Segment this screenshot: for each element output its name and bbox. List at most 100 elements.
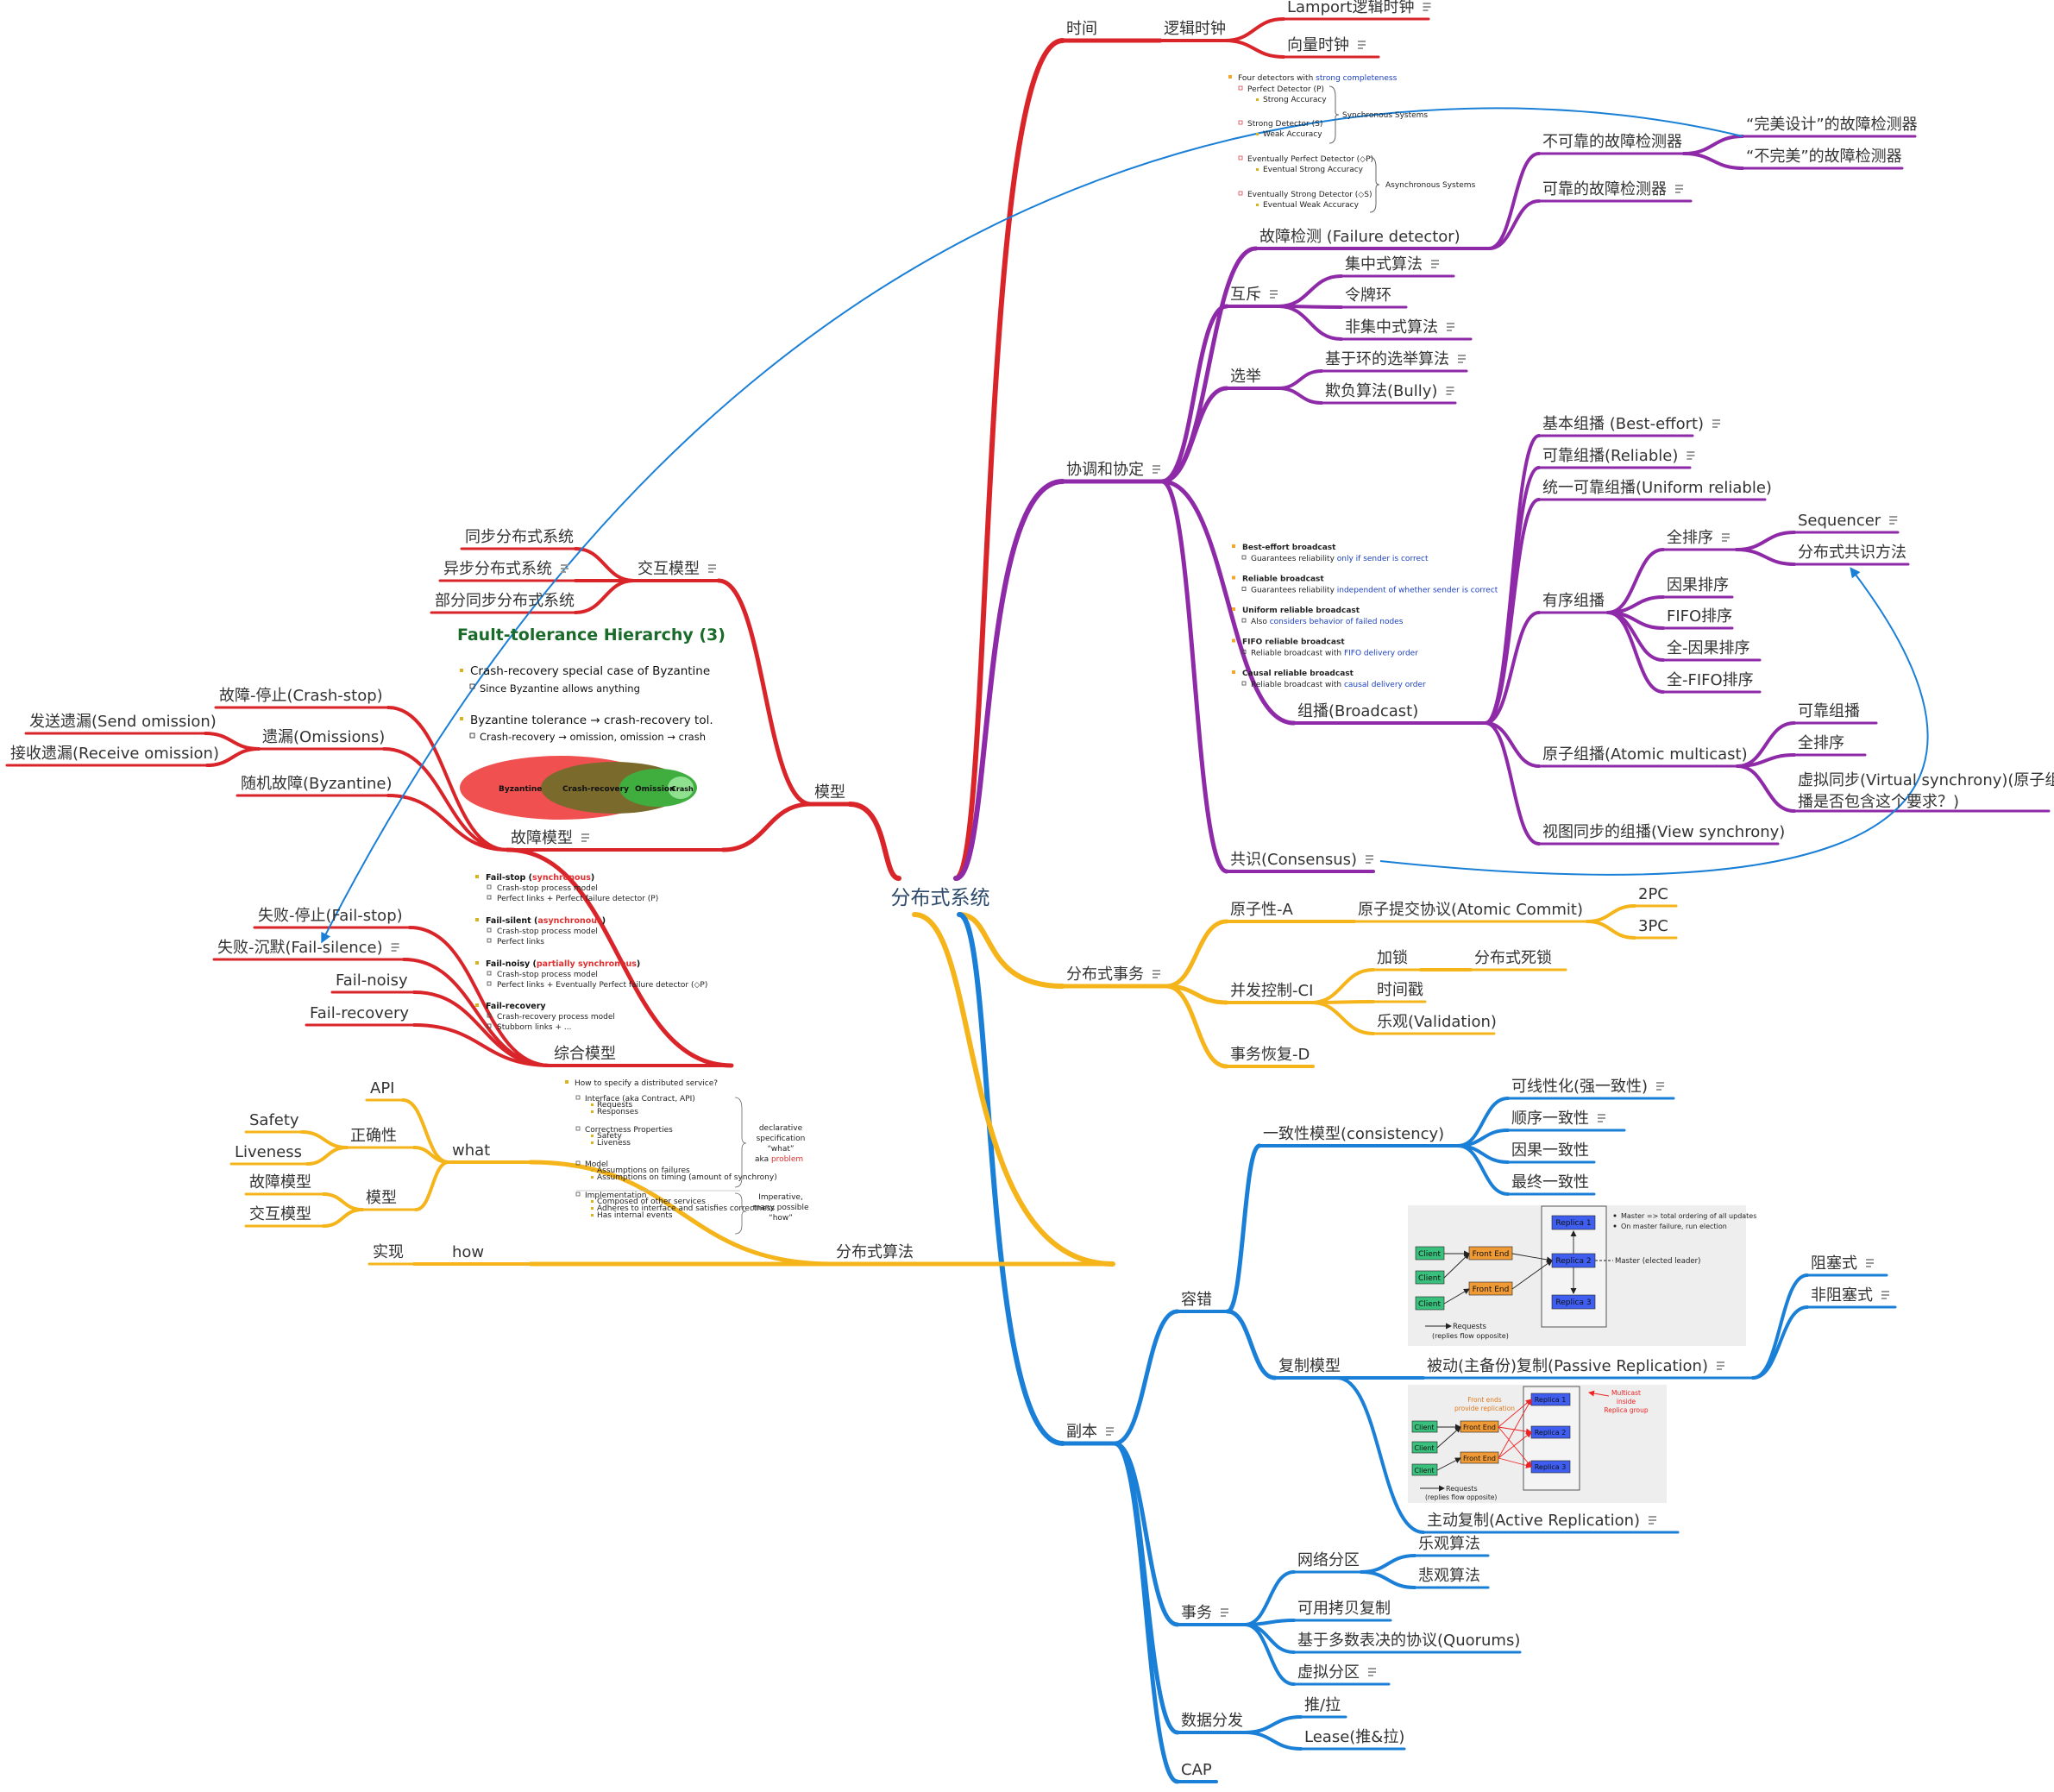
note-icon[interactable] xyxy=(1712,419,1721,428)
node-logical[interactable]: 逻辑时钟 xyxy=(1164,20,1226,38)
node-ordered[interactable]: 有序组播 xyxy=(1542,592,1605,610)
node-optimistic[interactable]: 乐观(Validation) xyxy=(1377,1013,1497,1031)
node-pess-alg[interactable]: 悲观算法 xyxy=(1418,1567,1480,1585)
node-how[interactable]: how xyxy=(452,1243,484,1261)
node-acp[interactable]: 原子提交协议(Atomic Commit) xyxy=(1358,901,1583,919)
node-passive[interactable]: 被动(主备份)复制(Passive Replication) xyxy=(1427,1357,1708,1375)
node-central[interactable]: 集中式算法 xyxy=(1345,255,1423,274)
note-icon[interactable] xyxy=(561,564,568,573)
note-icon[interactable] xyxy=(1270,290,1278,299)
node-dist-consensus[interactable]: 分布式共识方法 xyxy=(1798,544,1906,562)
node-safety[interactable]: Safety xyxy=(249,1111,299,1129)
node-total-causal[interactable]: 全-因果排序 xyxy=(1667,639,1750,657)
note-icon[interactable] xyxy=(1153,465,1160,474)
node-virtual-part[interactable]: 虚拟分区 xyxy=(1297,1663,1360,1682)
note-icon[interactable] xyxy=(1722,533,1730,542)
note-icon[interactable] xyxy=(1446,387,1454,395)
node-omissions[interactable]: 遗漏(Omissions) xyxy=(262,728,385,746)
node-data-dist[interactable]: 数据分发 xyxy=(1181,1712,1243,1730)
node-ft[interactable]: 容错 xyxy=(1181,1291,1212,1309)
node-bully[interactable]: 欺负算法(Bully) xyxy=(1325,382,1437,400)
node-interaction[interactable]: 交互模型 xyxy=(638,560,700,578)
note-icon[interactable] xyxy=(1447,323,1454,331)
node-total-fifo[interactable]: 全-FIFO排序 xyxy=(1667,671,1754,689)
node-tx[interactable]: 分布式事务 xyxy=(1066,965,1144,984)
node-3pc[interactable]: 3PC xyxy=(1638,917,1668,935)
node-broadcast[interactable]: 组播(Broadcast) xyxy=(1297,702,1418,720)
note-icon[interactable] xyxy=(1889,516,1898,525)
node-async[interactable]: 异步分布式系统 xyxy=(443,560,552,578)
note-icon[interactable] xyxy=(1106,1427,1114,1436)
node-cap[interactable]: CAP xyxy=(1181,1761,1212,1779)
node-fail-noisy[interactable]: Fail-noisy xyxy=(336,971,408,990)
node-coord[interactable]: 协调和协定 xyxy=(1066,461,1144,479)
node-lamport[interactable]: Lamport逻辑时钟 xyxy=(1287,0,1415,16)
node-eventual[interactable]: 最终一致性 xyxy=(1511,1173,1589,1192)
node-imperfect-fd[interactable]: “不完美”的故障检测器 xyxy=(1746,148,1902,166)
node-crash-stop[interactable]: 故障-停止(Crash-stop) xyxy=(219,687,383,705)
node-fail-silence[interactable]: 失败-沉默(Fail-silence) xyxy=(217,939,383,957)
node-combined[interactable]: 综合模型 xyxy=(554,1045,616,1063)
node-partial-sync[interactable]: 部分同步分布式系统 xyxy=(435,592,575,610)
note-icon[interactable] xyxy=(1358,41,1366,49)
note-icon[interactable] xyxy=(1866,1259,1874,1267)
node-fail-recovery[interactable]: Fail-recovery xyxy=(310,1004,409,1022)
node-mutex[interactable]: 互斥 xyxy=(1230,286,1261,304)
node-im2[interactable]: 交互模型 xyxy=(249,1205,311,1223)
node-sync[interactable]: 同步分布式系统 xyxy=(465,528,574,546)
node-send-om[interactable]: 发送遗漏(Send omission) xyxy=(29,713,217,731)
node-timestamp[interactable]: 时间戳 xyxy=(1377,981,1423,999)
note-icon[interactable] xyxy=(1153,970,1160,978)
node-correctness[interactable]: 正确性 xyxy=(350,1127,397,1145)
node-causal-cons[interactable]: 因果一致性 xyxy=(1511,1141,1589,1160)
node-virtual-sync-line2[interactable]: 播是否包含这个要求？) xyxy=(1798,793,1959,811)
node-best-effort[interactable]: 基本组播 (Best-effort) xyxy=(1542,415,1704,433)
node-recv-om[interactable]: 接收遗漏(Receive omission) xyxy=(10,745,219,763)
node-model[interactable]: 模型 xyxy=(814,783,845,802)
node-causal[interactable]: 因果排序 xyxy=(1667,576,1729,594)
node-liveness[interactable]: Liveness xyxy=(235,1143,302,1161)
node-am-total[interactable]: 全排序 xyxy=(1798,734,1844,752)
node-recovery[interactable]: 事务恢复-D xyxy=(1230,1046,1310,1064)
node-atomic-mc[interactable]: 原子组播(Atomic multicast) xyxy=(1542,745,1748,764)
node-active[interactable]: 主动复制(Active Replication) xyxy=(1427,1512,1640,1530)
note-icon[interactable] xyxy=(581,833,589,842)
note-icon[interactable] xyxy=(1423,3,1431,11)
node-linear[interactable]: 可线性化(强一致性) xyxy=(1511,1078,1648,1096)
node-opt-alg[interactable]: 乐观算法 xyxy=(1418,1535,1480,1553)
node-consensus[interactable]: 共识(Consensus) xyxy=(1230,851,1357,869)
node-reliable-fd[interactable]: 可靠的故障检测器 xyxy=(1542,180,1667,198)
node-partition[interactable]: 网络分区 xyxy=(1297,1551,1360,1569)
node-impl[interactable]: 实现 xyxy=(373,1243,404,1261)
node-sequencer[interactable]: Sequencer xyxy=(1798,512,1881,530)
node-ring-election[interactable]: 基于环的选举算法 xyxy=(1325,350,1449,368)
node-available-copy[interactable]: 可用拷贝复制 xyxy=(1297,1600,1391,1618)
node-uniform[interactable]: 统一可靠组播(Uniform reliable) xyxy=(1542,479,1772,497)
note-icon[interactable] xyxy=(1458,355,1466,363)
node-election[interactable]: 选举 xyxy=(1230,368,1261,386)
node-lease[interactable]: Lease(推&拉) xyxy=(1304,1728,1404,1746)
node-vector[interactable]: 向量时钟 xyxy=(1287,36,1349,54)
note-icon[interactable] xyxy=(1431,260,1439,268)
node-reliable-bc[interactable]: 可靠组播(Reliable) xyxy=(1542,447,1678,465)
note-icon[interactable] xyxy=(1221,1608,1228,1617)
note-icon[interactable] xyxy=(708,564,716,573)
node-locking[interactable]: 加锁 xyxy=(1377,949,1408,967)
node-byzantine[interactable]: 随机故障(Byzantine) xyxy=(241,775,392,793)
node-model2[interactable]: 模型 xyxy=(366,1189,397,1207)
node-perfect-fd[interactable]: “完美设计”的故障检测器 xyxy=(1746,116,1918,134)
node-concurrency[interactable]: 并发控制-CI xyxy=(1230,982,1313,1000)
node-replica[interactable]: 副本 xyxy=(1066,1423,1097,1441)
note-icon[interactable] xyxy=(1687,451,1695,460)
node-pushpull[interactable]: 推/拉 xyxy=(1304,1696,1341,1714)
node-atomicity[interactable]: 原子性-A xyxy=(1230,901,1293,919)
node-virtual-sync[interactable]: 虚拟同步(Virtual synchrony)(原子组 xyxy=(1798,771,2054,789)
node-fifo[interactable]: FIFO排序 xyxy=(1667,607,1732,626)
note-icon[interactable] xyxy=(1598,1114,1605,1122)
node-rep-model[interactable]: 复制模型 xyxy=(1278,1357,1341,1375)
node-rep-tx[interactable]: 事务 xyxy=(1181,1604,1212,1622)
note-icon[interactable] xyxy=(391,943,399,952)
node-total[interactable]: 全排序 xyxy=(1667,529,1713,547)
node-unreliable-fd[interactable]: 不可靠的故障检测器 xyxy=(1542,133,1682,151)
note-icon[interactable] xyxy=(1649,1516,1657,1525)
